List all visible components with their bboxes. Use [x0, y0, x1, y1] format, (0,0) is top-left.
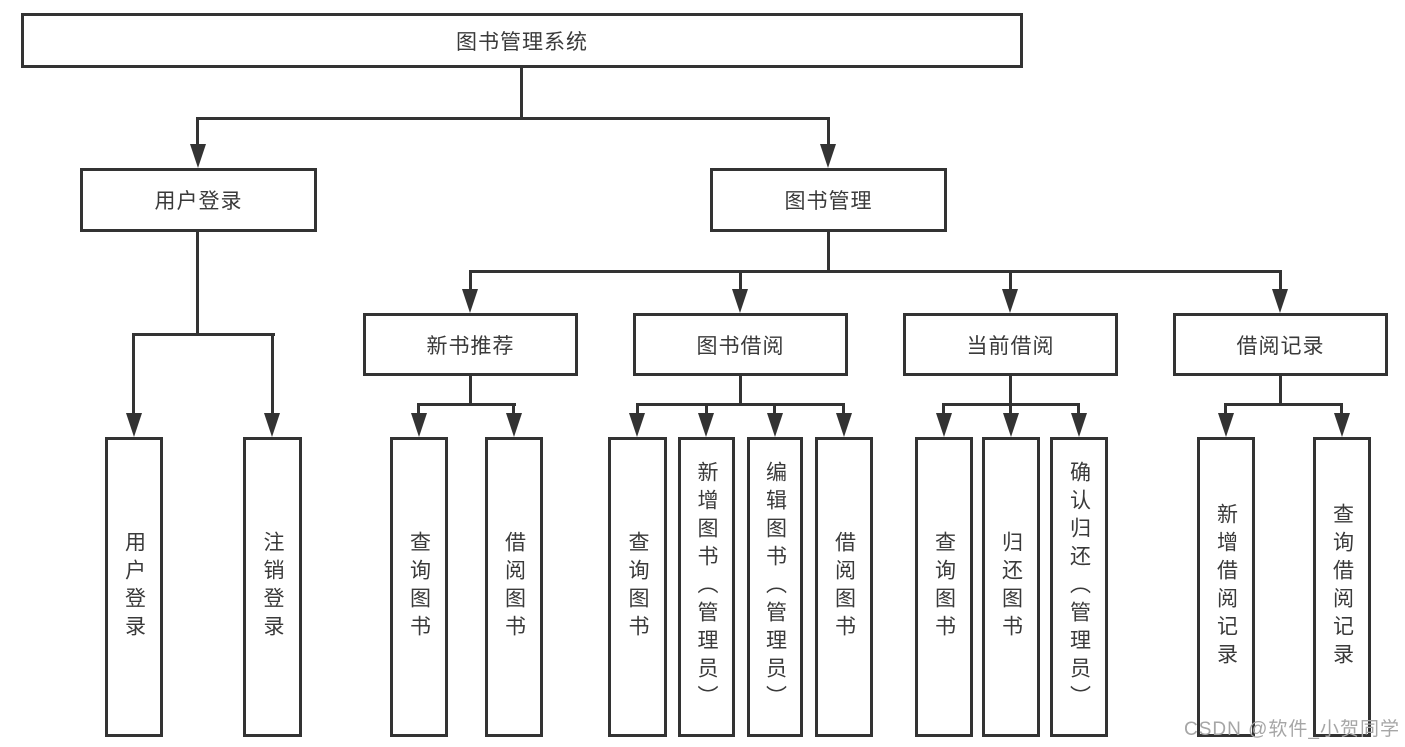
leaf-bb-borrow-books: 借阅图书: [815, 437, 873, 737]
node-label: 新书推荐: [426, 334, 515, 358]
connector-drop-leaf-user-login: [132, 334, 135, 417]
connector-book-management-branch: [469, 270, 1282, 273]
node-borrowing-records: 借阅记录: [1173, 313, 1388, 376]
leaf-br-add-borrow-record: 新增借阅记录: [1197, 437, 1255, 737]
leaf-label: 编辑图书（管理员）: [763, 461, 787, 713]
leaf-br-query-borrow-record: 查询借阅记录: [1313, 437, 1371, 737]
node-library-management-system: 图书管理系统: [21, 13, 1023, 68]
leaf-logout: 注销登录: [243, 437, 302, 737]
arrowhead-cb-query: [936, 413, 952, 437]
arrowhead-br-add: [1218, 413, 1234, 437]
leaf-bb-edit-book-admin: 编辑图书（管理员）: [747, 437, 803, 737]
leaf-cb-return-books: 归还图书: [982, 437, 1040, 737]
leaf-cb-confirm-return-admin: 确认归还（管理员）: [1050, 437, 1108, 737]
connector-drop-bb-add: [705, 404, 708, 417]
node-label: 图书管理: [784, 190, 873, 213]
arrowhead-leaf-user-login: [126, 413, 142, 437]
node-new-book-recommend: 新书推荐: [363, 313, 578, 376]
connector-drop-book-borrowing: [739, 271, 742, 296]
leaf-nbr-borrow-books: 借阅图书: [485, 437, 543, 737]
node-label: 借阅记录: [1236, 334, 1325, 358]
leaf-label: 注销登录: [261, 531, 284, 643]
node-label: 图书借阅: [696, 334, 785, 358]
leaf-label: 用户登录: [122, 531, 146, 643]
connector-drop-user-login: [196, 118, 199, 152]
leaf-label: 新增图书（管理员）: [695, 461, 718, 713]
connector-drop-bb-edit: [773, 404, 776, 417]
leaf-bb-query-books: 查询图书: [608, 437, 667, 737]
connector-drop-br-add: [1224, 404, 1227, 417]
node-book-borrowing: 图书借阅: [633, 313, 848, 376]
arrowhead-borrowing-records: [1272, 289, 1288, 313]
arrowhead-bb-edit: [767, 413, 783, 437]
leaf-label: 借阅图书: [502, 531, 526, 643]
leaf-label: 借阅图书: [832, 531, 856, 643]
connector-drop-bb-borrow: [842, 404, 845, 417]
leaf-label: 新增借阅记录: [1214, 503, 1238, 671]
connector-drop-nbr-borrow: [512, 404, 515, 417]
connector-drop-cb-return: [1009, 404, 1012, 417]
connector-book-borrowing-stem: [739, 376, 742, 405]
leaf-nbr-query-books: 查询图书: [390, 437, 448, 737]
connector-drop-bb-query: [636, 404, 639, 417]
node-book-management: 图书管理: [710, 168, 947, 232]
connector-borrowing-records-stem: [1279, 376, 1282, 405]
arrowhead-book-borrowing: [732, 289, 748, 313]
arrowhead-cb-return: [1003, 413, 1019, 437]
arrowhead-br-query: [1334, 413, 1350, 437]
leaf-user-login: 用户登录: [105, 437, 163, 737]
node-current-borrowing: 当前借阅: [903, 313, 1118, 376]
leaf-label: 查询图书: [407, 531, 431, 643]
connector-book-management-stem: [827, 232, 830, 273]
connector-book-borrowing-branch: [636, 403, 845, 406]
connector-new-book-recommend-stem: [469, 376, 472, 405]
arrowhead-current-borrowing: [1002, 289, 1018, 313]
connector-drop-book-management: [827, 118, 830, 152]
connector-drop-borrowing-records: [1279, 271, 1282, 296]
leaf-label: 确认归还（管理员）: [1067, 461, 1091, 713]
connector-drop-nbr-query: [417, 404, 420, 417]
connector-drop-cb-query: [942, 404, 945, 417]
leaf-label: 查询图书: [932, 531, 956, 643]
connector-drop-cb-confirm: [1077, 404, 1080, 417]
connector-user-login-stem: [196, 232, 199, 336]
arrowhead-bb-query: [629, 413, 645, 437]
arrowhead-leaf-logout: [264, 413, 280, 437]
connector-root-stem: [520, 68, 523, 120]
arrowhead-bb-add: [698, 413, 714, 437]
connector-user-login-branch: [132, 333, 275, 336]
arrowhead-user-login: [190, 144, 206, 168]
leaf-label: 归还图书: [999, 531, 1023, 643]
node-label: 当前借阅: [966, 334, 1055, 358]
node-label: 图书管理系统: [456, 30, 588, 54]
csdn-watermark: CSDN @软件_小贺同学: [1184, 719, 1400, 740]
connector-drop-new-book-recommend: [469, 271, 472, 296]
leaf-label: 查询借阅记录: [1330, 503, 1354, 671]
connector-new-book-recommend-branch: [417, 403, 516, 406]
connector-drop-current-borrowing: [1009, 271, 1012, 296]
leaf-cb-query-books: 查询图书: [915, 437, 973, 737]
connector-borrowing-records-branch: [1224, 403, 1343, 406]
arrowhead-nbr-borrow: [506, 413, 522, 437]
arrowhead-nbr-query: [411, 413, 427, 437]
connector-drop-leaf-logout: [271, 334, 274, 417]
arrowhead-new-book-recommend: [462, 289, 478, 313]
arrowhead-book-management: [820, 144, 836, 168]
connector-drop-br-query: [1340, 404, 1343, 417]
connector-current-borrowing-stem: [1009, 376, 1012, 405]
node-user-login: 用户登录: [80, 168, 317, 232]
leaf-label: 查询图书: [626, 531, 649, 643]
connector-root-branch: [196, 117, 830, 120]
arrowhead-cb-confirm: [1071, 413, 1087, 437]
node-label: 用户登录: [154, 190, 243, 213]
leaf-bb-add-book-admin: 新增图书（管理员）: [678, 437, 735, 737]
arrowhead-bb-borrow: [836, 413, 852, 437]
